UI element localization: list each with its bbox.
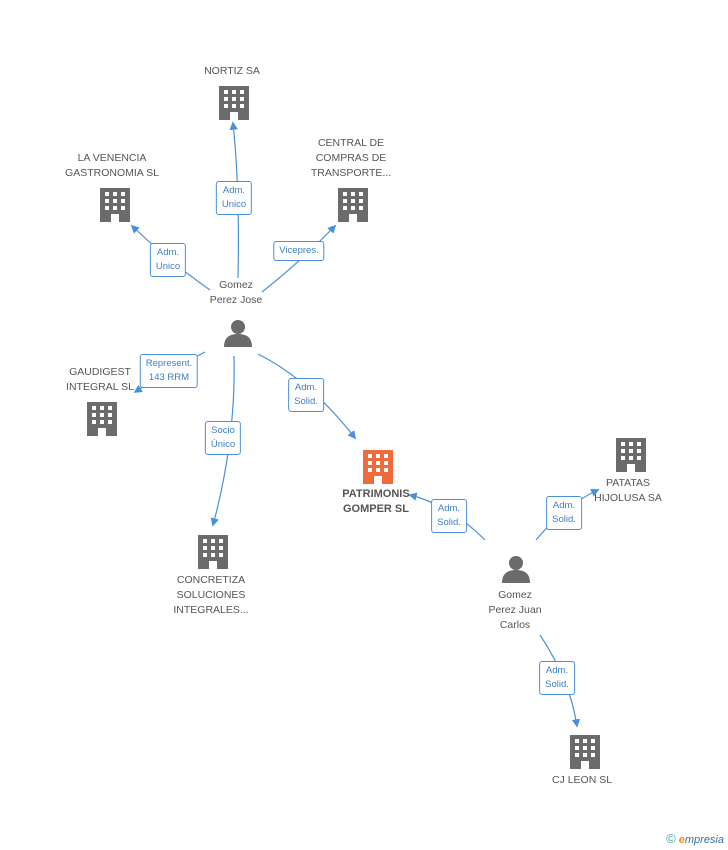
building-icon[interactable] xyxy=(198,535,228,569)
watermark: © empresia xyxy=(666,831,724,846)
brand-e: e xyxy=(678,834,685,846)
edge-label-socio-unico: Socio Único xyxy=(204,421,242,455)
edge-label-adm-solid: Adm. Solid. xyxy=(288,378,324,412)
edge-label-vicepres: Vicepres. xyxy=(273,241,325,261)
node-label-patatas[interactable]: PATATAS HIJOLUSA SA xyxy=(594,477,662,504)
building-icon[interactable] xyxy=(100,188,130,222)
person-icon[interactable] xyxy=(224,320,252,347)
node-label-central[interactable]: CENTRAL DE COMPRAS DE TRANSPORTE... xyxy=(310,137,392,179)
node-label-cjleon[interactable]: CJ LEON SL xyxy=(551,774,613,786)
node-label-gaudigest[interactable]: GAUDIGEST INTEGRAL SL xyxy=(66,366,134,393)
edge-label-adm-solid: Adm. Solid. xyxy=(546,496,582,530)
person-icon[interactable] xyxy=(502,556,530,583)
edge-label-adm-solid: Adm. Solid. xyxy=(431,499,467,533)
brand-name: mpresia xyxy=(684,834,724,846)
copyright-icon: © xyxy=(666,831,676,846)
node-label-nortiz[interactable]: NORTIZ SA xyxy=(204,65,260,77)
building-icon[interactable] xyxy=(87,402,117,436)
edge-label-represent: Represent. 143 RRM xyxy=(139,354,199,388)
node-label-concretiza[interactable]: CONCRETIZA SOLUCIONES INTEGRALES... xyxy=(173,574,249,616)
node-label-venencia[interactable]: LA VENENCIA GASTRONOMIA SL xyxy=(65,152,159,179)
building-icon[interactable] xyxy=(616,438,646,472)
edge-label-adm-unico: Adm. Unico xyxy=(215,181,253,215)
building-icon[interactable] xyxy=(570,735,600,769)
node-label-gomez-jose[interactable]: Gomez Perez Jose xyxy=(209,279,263,306)
edge-label-adm-unico: Adm. Unico xyxy=(149,243,187,277)
node-label-gomez-juan[interactable]: Gomez Perez Juan Carlos xyxy=(488,589,542,631)
node-label-patrimonis[interactable]: PATRIMONIS GOMPER SL xyxy=(342,488,410,515)
edge-label-adm-solid: Adm. Solid. xyxy=(539,661,575,695)
building-icon[interactable] xyxy=(338,188,368,222)
building-icon-highlight[interactable] xyxy=(363,450,393,484)
building-icon[interactable] xyxy=(219,86,249,120)
